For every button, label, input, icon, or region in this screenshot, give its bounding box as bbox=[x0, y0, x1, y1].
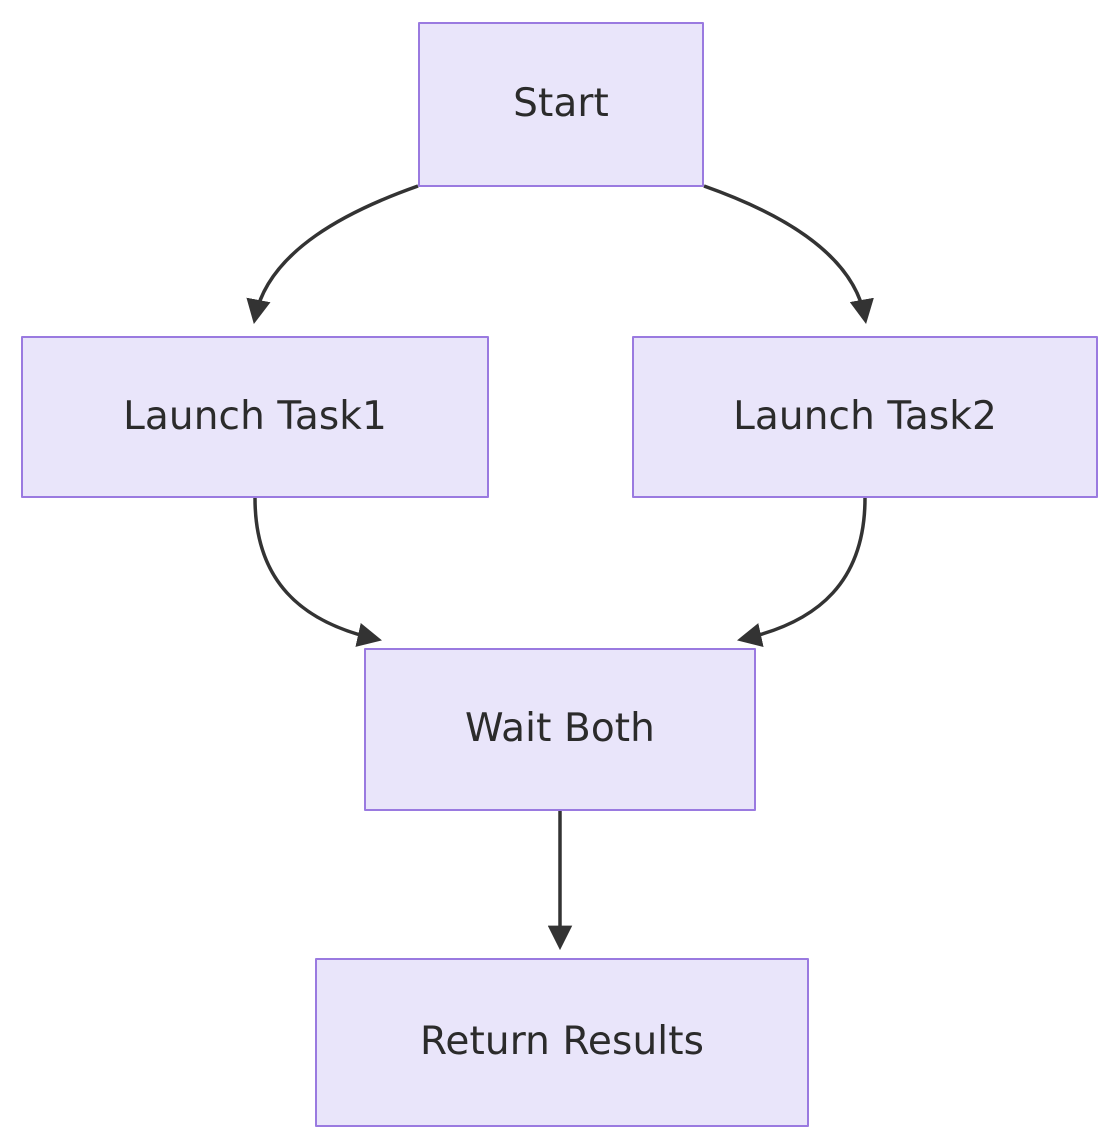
flowchart-node-wait-both[interactable]: Wait Both bbox=[364, 648, 756, 811]
edge-task1-to-wait bbox=[253, 497, 382, 647]
edge-start-to-task2 bbox=[703, 184, 874, 325]
flowchart-node-start[interactable]: Start bbox=[418, 22, 704, 187]
node-label-return-results: Return Results bbox=[419, 1019, 705, 1065]
node-label-wait-both: Wait Both bbox=[464, 706, 656, 752]
node-label-start: Start bbox=[513, 81, 609, 127]
flowchart-node-launch-task2[interactable]: Launch Task2 bbox=[632, 336, 1098, 498]
edge-start-to-task1 bbox=[246, 184, 419, 325]
edge-task2-to-wait bbox=[737, 497, 867, 647]
flowchart-node-return-results[interactable]: Return Results bbox=[315, 958, 809, 1127]
node-label-launch-task1: Launch Task1 bbox=[123, 393, 387, 439]
flowchart-node-launch-task1[interactable]: Launch Task1 bbox=[21, 336, 489, 498]
node-label-launch-task2: Launch Task2 bbox=[733, 393, 997, 439]
